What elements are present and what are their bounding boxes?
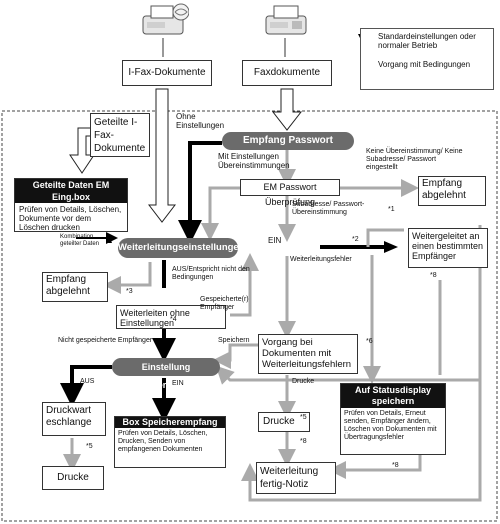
- flow-status-back: [215, 365, 480, 385]
- flow-memory-off: [60, 365, 112, 407]
- label-saved-recipient: Gespeicherte(r) Empfänger: [200, 296, 249, 311]
- label-off: AUS: [80, 378, 95, 385]
- label-no-match: Keine Übereinstimmung/ Keine Subadresse/…: [366, 148, 463, 171]
- label-with-settings: Mit Einstellungen Übereinstimmungen: [218, 152, 290, 170]
- label-without-settings: Ohne Einstellungen: [176, 112, 225, 130]
- legend-conditional-label: Vorgang mit Bedingungen: [378, 60, 471, 69]
- label-subaddress-match: Subadresse/ Passwort-Übereinstimmung: [292, 201, 365, 216]
- print-queue: Druckwart eschlange: [42, 402, 106, 436]
- label-combo-shared: Kombination geteilter Daten: [60, 234, 100, 247]
- shared-ifax-documents: Geteilte I-Fax-Dokumente: [90, 113, 150, 157]
- label-forward-error: Weiterleitungsfehler: [290, 256, 352, 263]
- note-5: *5: [86, 443, 93, 450]
- label-on2: EIN: [172, 380, 184, 387]
- label-save: Speichern: [218, 337, 250, 344]
- dashed-frame: [1, 110, 498, 522]
- status-display-header: Auf Statusdisplay speichern: [341, 384, 445, 408]
- legend-standard-label: Standardeinstellungen oder normaler Betr…: [378, 32, 476, 50]
- flow-no-settings-back: [230, 253, 259, 317]
- memory-receive-box: Box Speicherempfang Prüfen von Details, …: [114, 416, 226, 468]
- em-password-check: EM Passwort Überprüfung: [240, 179, 340, 207]
- memory-box-body: Prüfen von Details, Löschen, Drucken, Se…: [118, 430, 208, 453]
- ifax-hollow-arrow: [147, 88, 177, 223]
- memory-box-header: Box Speicherempfang: [115, 417, 225, 428]
- label-off-no-match: AUS/Entspricht nicht den Bedingungen: [172, 266, 250, 281]
- fax-machine-icon: [262, 2, 310, 36]
- fax-documents: Faxdokumente: [242, 60, 332, 86]
- print-left: Drucke: [42, 466, 104, 490]
- ifax-documents: I-Fax-Dokumente: [122, 60, 212, 86]
- rejected-left: Empfang abgelehnt: [42, 272, 108, 302]
- flow-right-loop: [241, 225, 482, 502]
- status-display-body: Prüfen von Details, Erneut senden, Empfä…: [344, 410, 437, 441]
- note-6: *6: [366, 338, 373, 345]
- shared-data-body: Prüfen von Details, Löschen, Dokumente v…: [19, 205, 122, 232]
- flow-pw-to-forward: [178, 141, 222, 244]
- forward-done-notice: Weiterleitung fertig-Notiz: [256, 462, 336, 494]
- flow-to-rejected: [103, 262, 152, 294]
- shared-data-box: Geteilte Daten EM Eing.box Prüfen von De…: [14, 178, 128, 232]
- fax-hollow-arrow: [271, 88, 303, 131]
- status-display-box: Auf Statusdisplay speichern Prüfen von D…: [340, 383, 446, 455]
- label-print: Drucke: [292, 378, 315, 385]
- note-3: *3: [126, 288, 133, 295]
- note-2: *2: [352, 236, 359, 243]
- flow-status-to-notice: [328, 455, 422, 479]
- flow-to-recipient-top: [366, 228, 404, 247]
- note-8c: *8: [392, 462, 399, 469]
- flow-check-to-settings: [201, 186, 240, 241]
- note-4: *4: [170, 316, 177, 323]
- rejected-top: Empfang abgelehnt: [418, 176, 486, 206]
- forwarding-settings-node: Weiterleitungseinstellungen: [118, 238, 245, 258]
- forward-without-settings: Weiterleiten ohne Einstellungen: [116, 305, 226, 329]
- label-on: EIN: [268, 236, 282, 245]
- password-receive-node: Empfang Passwort: [222, 132, 354, 150]
- ifax-machine-icon: [137, 2, 189, 36]
- memory-receive-settings-node: Einstellung Speicherempfang: [112, 358, 220, 390]
- shared-data-header: Geteilte Daten EM Eing.box: [15, 179, 127, 203]
- forwarded-to-recipient: Weitergeleitet an einen bestimmten Empfä…: [408, 228, 488, 268]
- flow-forward-on-head: [384, 241, 398, 253]
- legend-box: [360, 28, 494, 90]
- note-1: *1: [388, 206, 395, 213]
- note-5b: *5: [300, 414, 307, 421]
- note-8b: *8: [300, 438, 307, 445]
- label-not-saved-recipient: Nicht gespeicherte Empfänger: [58, 337, 153, 344]
- forward-error-process: Vorgang bei Dokumenten mit Weiterleitung…: [258, 334, 358, 374]
- flow-save-to-memory: [213, 343, 258, 369]
- note-8a: *8: [430, 272, 437, 279]
- print-mid: Drucke: [258, 412, 310, 432]
